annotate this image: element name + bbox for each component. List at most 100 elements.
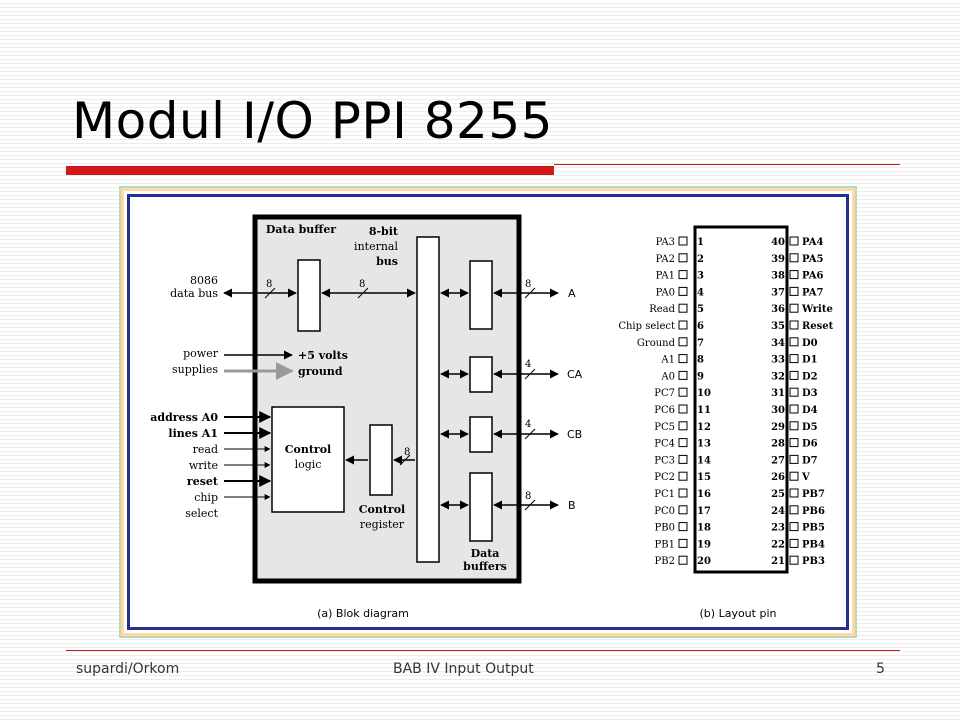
pin-pad-left [678,337,688,347]
pin-number-right: 30 [771,405,785,416]
pin-number-left: 9 [697,371,704,382]
pin-number-left: 10 [697,388,711,399]
pin-number-right: 32 [771,371,785,382]
pin-number-left: 19 [697,539,711,550]
pin-number-left: 15 [697,472,711,483]
power-label-1: power [183,347,219,360]
pin-pad-left [678,354,688,364]
data-bus-width-1: 8 [266,279,272,290]
pin-number-left: 1 [697,237,704,248]
control-logic-label-2: logic [295,458,322,471]
pin-number-right: 24 [771,506,785,517]
pin-pad-right [789,286,799,296]
data-buffers-label-1: Data [471,547,500,560]
pin-name-left: PB2 [655,556,675,567]
pin-number-right: 22 [771,539,785,550]
ppi-8255-figure: Data buffer 8-bit internal bus Data buff… [150,214,834,620]
control-register-block [369,424,393,496]
pin-pad-left [678,454,688,464]
pin-number-right: 33 [771,355,785,366]
internal-bus-label-1: 8-bit [369,225,399,238]
pin-name-right: D3 [802,388,818,399]
pin-name-left: PA1 [656,271,675,282]
pin-name-left: PB0 [655,523,675,534]
pin-pad-right [789,488,799,498]
pin-pad-left [678,471,688,481]
pin-name-left: PC6 [654,405,675,416]
footer-chapter: BAB IV Input Output [393,661,534,677]
pin-pad-left [678,286,688,296]
pin-number-left: 12 [697,422,711,433]
block-diagram: Data buffer 8-bit internal bus Data buff… [150,214,583,620]
pin-pad-left [678,387,688,397]
signal-reset: reset [187,475,219,488]
block-diagram-caption: (a) Blok diagram [317,607,409,620]
pin-name-right: D5 [802,422,818,433]
pin-number-right: 35 [771,321,785,332]
pin-pad-left [678,421,688,431]
pin-name-right: PB5 [802,523,825,534]
pin-number-left: 5 [697,304,704,315]
pin-name-left: PA2 [656,254,675,265]
figure-border: Data buffer 8-bit internal bus Data buff… [127,194,849,630]
pin-pad-right [789,253,799,263]
pin-pad-left [678,488,688,498]
control-logic-label-1: Control [285,443,331,456]
pin-name-left: PA3 [656,237,675,248]
port-cb-width: 4 [525,419,531,430]
pin-number-left: 18 [697,523,711,534]
pin-pad-left [678,303,688,313]
pin-name-right: PB6 [802,506,825,517]
pin-number-right: 21 [771,556,785,567]
data-bus-width-2: 8 [359,279,365,290]
pin-name-right: PA7 [802,287,824,298]
pin-number-right: 40 [771,237,785,248]
pin-name-left: A1 [660,355,675,366]
control-width: 8 [404,447,410,458]
pin-pad-left [678,438,688,448]
pin-name-left: PC7 [654,388,675,399]
pin-name-right: Write [801,304,833,315]
pin-name-left: PC2 [654,472,675,483]
pin-name-right: D4 [802,405,818,416]
pin-name-left: A0 [660,371,675,382]
pin-name-right: V [801,472,810,483]
pin-number-right: 39 [771,254,785,265]
port-a-buffer [469,260,493,330]
pin-pad-right [789,538,799,548]
pin-name-right: D6 [802,439,818,450]
pin-number-right: 25 [771,489,785,500]
pin-name-right: D0 [802,338,818,349]
port-b-width: 8 [525,491,531,502]
pin-name-right: PA5 [802,254,824,265]
pin-pad-right [789,270,799,280]
pin-number-right: 23 [771,523,785,534]
pin-number-left: 2 [697,254,704,265]
pin-name-left: PC5 [654,422,675,433]
pin-number-left: 14 [697,455,711,466]
port-ca-width: 4 [525,359,531,370]
pin-name-right: D7 [802,455,818,466]
pin-pad-right [789,555,799,565]
ground-label: ground [298,365,343,378]
control-register-label-2: register [360,518,405,531]
pin-name-left: PC0 [654,506,675,517]
footer-author: supardi/Orkom [76,661,180,677]
pin-pad-left [678,522,688,532]
pin-name-left: Read [649,304,675,315]
pin-pad-left [678,404,688,414]
pin-pad-right [789,337,799,347]
pin-number-left: 6 [697,321,704,332]
power-label-2: supplies [172,363,218,376]
pin-name-right: D2 [802,371,818,382]
pin-pad-left [678,538,688,548]
pin-pad-right [789,421,799,431]
pin-number-right: 37 [771,287,785,298]
port-a-width: 8 [525,279,531,290]
pin-name-left: PA0 [656,287,675,298]
internal-bus-block [416,236,440,563]
pin-pad-right [789,471,799,481]
pin-pad-right [789,438,799,448]
title-accent-bar [66,166,554,175]
